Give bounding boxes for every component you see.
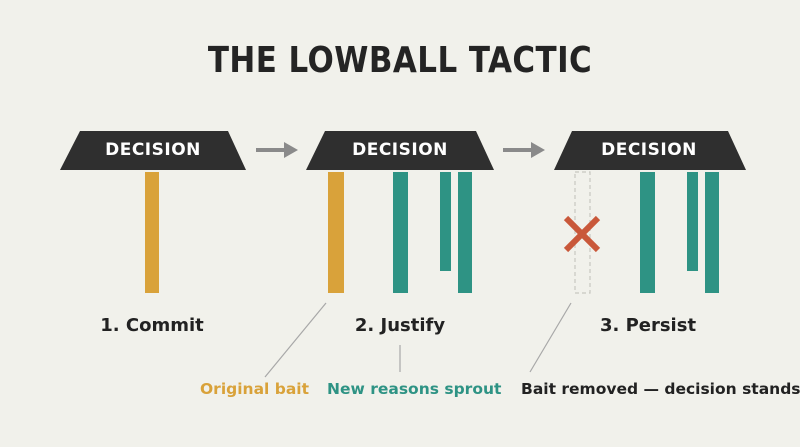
new-reason-leg (705, 172, 719, 293)
decision-table-top (306, 131, 494, 170)
callout-new-reasons: New reasons sprout (327, 380, 502, 398)
callout-bait-removed: Bait removed — decision stands (521, 380, 800, 398)
arrow-right-icon (256, 142, 298, 158)
original-bait-leg (145, 172, 159, 293)
callout-line-original-bait (264, 302, 327, 378)
decision-table-top (554, 131, 746, 170)
removed-bait-outline (574, 171, 591, 294)
new-reason-leg (640, 172, 655, 293)
decision-label: DECISION (352, 140, 448, 160)
decision-label: DECISION (601, 140, 697, 160)
cross-icon (563, 215, 601, 253)
new-reason-leg (458, 172, 472, 293)
arrow-right-icon (503, 142, 545, 158)
step-label-persist: 3. Persist (599, 315, 697, 336)
panel-justify (306, 131, 494, 293)
original-bait-leg (328, 172, 344, 293)
new-reason-leg (687, 172, 698, 271)
callout-line-bait-removed (529, 302, 572, 373)
step-label-commit: 1. Commit (100, 315, 204, 336)
page-title: THE LOWBALL TACTIC (207, 40, 593, 81)
panel-commit (60, 131, 246, 293)
new-reason-leg (440, 172, 451, 271)
step-label-justify: 2. Justify (354, 315, 446, 336)
decision-table-top (60, 131, 246, 170)
panel-persist (554, 131, 746, 294)
decision-label: DECISION (105, 140, 201, 160)
new-reason-leg (393, 172, 408, 293)
callout-original-bait: Original bait (200, 380, 310, 398)
